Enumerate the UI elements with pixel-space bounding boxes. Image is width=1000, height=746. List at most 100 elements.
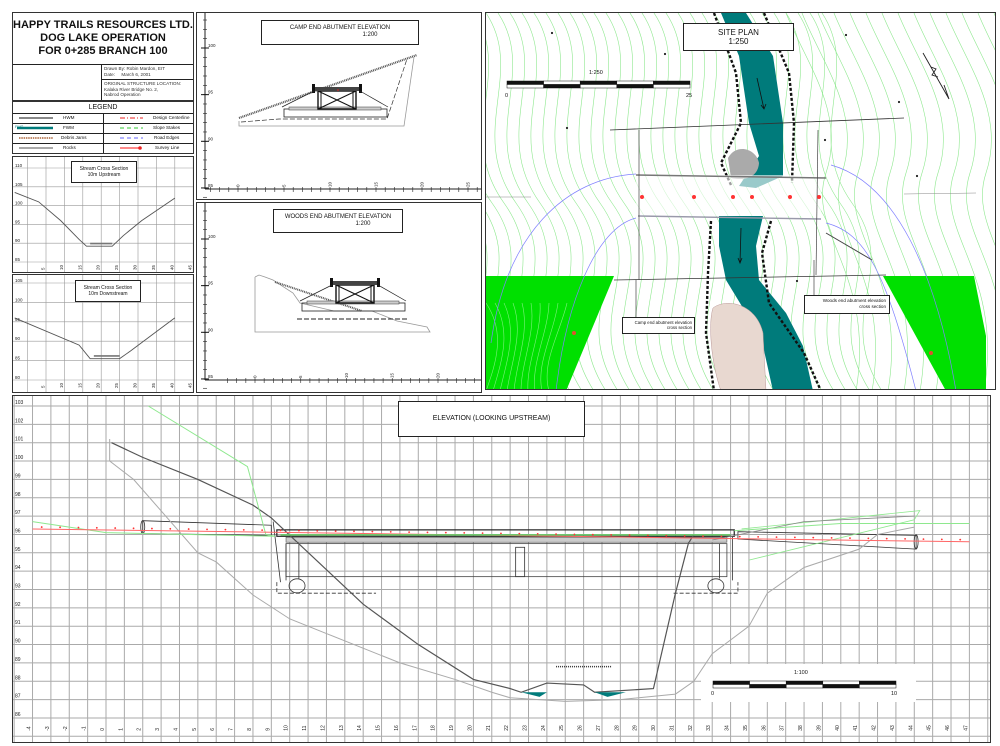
y-tick-label: 90 [15, 639, 21, 645]
y-tick-label: 105 [15, 182, 23, 187]
original-location-label: ORIGINAL STRUCTURE LOCATION: [104, 81, 182, 86]
x-tick-label: 15 [77, 264, 82, 270]
survey-point-icon [849, 537, 851, 540]
contour-line [929, 13, 995, 291]
curb-right [359, 84, 362, 93]
scale-bar-segment [653, 80, 691, 85]
survey-point-icon [793, 536, 796, 539]
abutment-left [272, 521, 300, 583]
x-tick-label: 5 [41, 267, 46, 270]
diaphragm [515, 546, 526, 578]
x-tick-label: 7 [229, 728, 235, 731]
vegetation-area-left [486, 276, 614, 389]
y-tick-label: 90 [208, 136, 214, 141]
site-plan-title-box: SITE PLAN 1:250 [683, 23, 794, 51]
survey-point-icon [206, 528, 208, 531]
survey-point-icon [738, 535, 741, 538]
camp-callout-line1: Camp end abutment elevation [634, 320, 692, 325]
survey-point-icon [187, 528, 190, 530]
flow-arrow-icon [737, 227, 743, 265]
contour-line [961, 13, 995, 86]
curb-left [312, 84, 315, 93]
hwm-boundary [712, 13, 743, 186]
survey-marker-icon [795, 279, 799, 283]
survey-point-icon [536, 532, 539, 535]
contour-line [493, 302, 505, 389]
x-tick-label: 35 [743, 725, 749, 731]
x-tick-label: 13 [339, 725, 345, 731]
x-tick-label: 0 [253, 375, 258, 378]
section-line [609, 117, 905, 131]
survey-point-icon [647, 534, 649, 537]
excavation-left [276, 582, 377, 594]
y-tick-label: 85 [15, 257, 21, 262]
x-tick-label: 27 [596, 725, 602, 731]
ground-profile [14, 317, 176, 360]
y-tick-label: 105 [15, 278, 23, 283]
y-tick-label: 88 [15, 675, 21, 681]
downstream-title-box: Stream Cross Section 10m Downstream [75, 280, 141, 302]
survey-point-icon [922, 538, 925, 541]
site-plan-title: SITE PLAN [718, 28, 759, 37]
series-road-left [32, 521, 276, 537]
y-tick-label: 99 [15, 473, 21, 479]
x-tick-label: 21 [486, 725, 492, 731]
curb-right [377, 278, 380, 287]
y-tick-label: 101 [15, 437, 24, 443]
survey-point-icon [929, 351, 933, 355]
legend-label-centerline: Design Centerline [153, 115, 190, 120]
x-tick-label: 22 [504, 725, 510, 731]
x-tick-label: 32 [688, 725, 694, 731]
contour-line [500, 302, 511, 389]
y-tick-label: 86 [15, 712, 21, 718]
x-tick-label: 30 [133, 264, 138, 270]
scale-bar-segment [712, 680, 750, 685]
y-tick-label: 102 [15, 418, 24, 424]
x-tick-label: 23 [523, 725, 529, 731]
survey-point-icon [426, 531, 429, 534]
x-tick-label: 18 [431, 725, 437, 731]
y-tick-label: 87 [15, 694, 21, 700]
x-tick-label: 8 [247, 728, 253, 731]
contour-line [993, 13, 995, 17]
camp-end-title-box: CAMP END ABUTMENT ELEVATION 1:200 [261, 20, 419, 45]
y-tick-label: 85 [208, 374, 214, 379]
x-tick-label: 35 [151, 382, 156, 388]
y-tick-label: 94 [15, 565, 21, 571]
scale-bar-segment [616, 80, 654, 85]
x-tick-label: 9 [265, 728, 271, 731]
contour-line [534, 302, 550, 389]
x-tick-label: 39 [816, 725, 822, 731]
y-tick-label: 95 [15, 219, 21, 224]
crib-bracing [335, 284, 375, 304]
survey-point-icon [444, 531, 447, 534]
y-tick-label: 100 [15, 201, 23, 206]
scale-bar-segment [712, 684, 750, 689]
x-tick-label: 42 [872, 725, 878, 731]
x-tick-label: 24 [541, 725, 547, 731]
contour-line [817, 13, 892, 389]
x-tick-label: -1 [82, 726, 88, 731]
bridge-deck [636, 175, 821, 216]
downstream-title: Stream Cross Section [83, 285, 133, 291]
survey-point-icon [353, 530, 355, 533]
camp-callout-line2: cross section [666, 325, 692, 330]
elevation-plot: 8687888990919293949596979899100101102103… [13, 396, 990, 742]
x-tick-label: 2 [137, 728, 143, 731]
x-tick-label: 0 [100, 728, 106, 731]
scale-bar-segment [749, 680, 787, 685]
x-tick-label: 46 [945, 725, 951, 731]
x-tick-label: -2 [63, 726, 69, 731]
original-location-line2: Nabrod Operation [104, 92, 141, 98]
upstream-subtitle: 10m Upstream [87, 172, 121, 178]
upstream-title: Stream Cross Section [79, 166, 129, 172]
legend-label-survey: Survey Line [155, 145, 180, 150]
survey-point-icon [371, 530, 374, 533]
x-tick-label: 25 [114, 264, 119, 270]
x-tick-label: 40 [169, 382, 174, 388]
contour-line [849, 13, 924, 389]
scale-bar-segment [785, 680, 824, 685]
